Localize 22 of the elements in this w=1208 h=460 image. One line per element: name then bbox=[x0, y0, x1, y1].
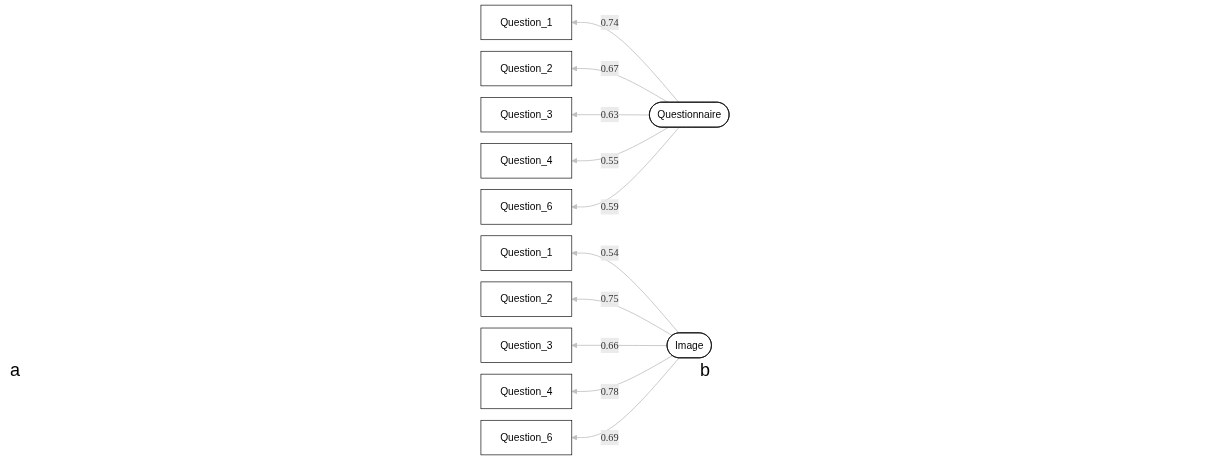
panel-label: b bbox=[700, 360, 710, 381]
node-box: Question_4 bbox=[480, 143, 573, 179]
node-box: Question_2 bbox=[480, 50, 573, 87]
edge-label: 0.59 bbox=[600, 201, 619, 213]
edge-label: 0.74 bbox=[600, 16, 619, 28]
edge-label: 0.69 bbox=[600, 431, 619, 443]
edge-label: 0.54 bbox=[600, 247, 619, 259]
edge-label: 0.78 bbox=[600, 385, 619, 397]
node-box: Question_1 bbox=[480, 4, 573, 41]
node-box: Question_3 bbox=[480, 97, 573, 133]
node-box: Question_2 bbox=[480, 281, 573, 317]
edge-label: 0.75 bbox=[600, 293, 619, 305]
edge-label: 0.63 bbox=[600, 108, 619, 120]
node-box: Question_3 bbox=[480, 327, 573, 363]
panel-label: a bbox=[10, 360, 20, 381]
node-box: Question_4 bbox=[480, 373, 573, 410]
node-box: Question_6 bbox=[480, 419, 573, 456]
edge-label: 0.67 bbox=[600, 62, 619, 74]
edge-label: 0.66 bbox=[600, 339, 619, 351]
node-box: Question_6 bbox=[480, 189, 573, 225]
node-box: Question_1 bbox=[480, 235, 573, 271]
edge-label: 0.55 bbox=[600, 155, 619, 166]
